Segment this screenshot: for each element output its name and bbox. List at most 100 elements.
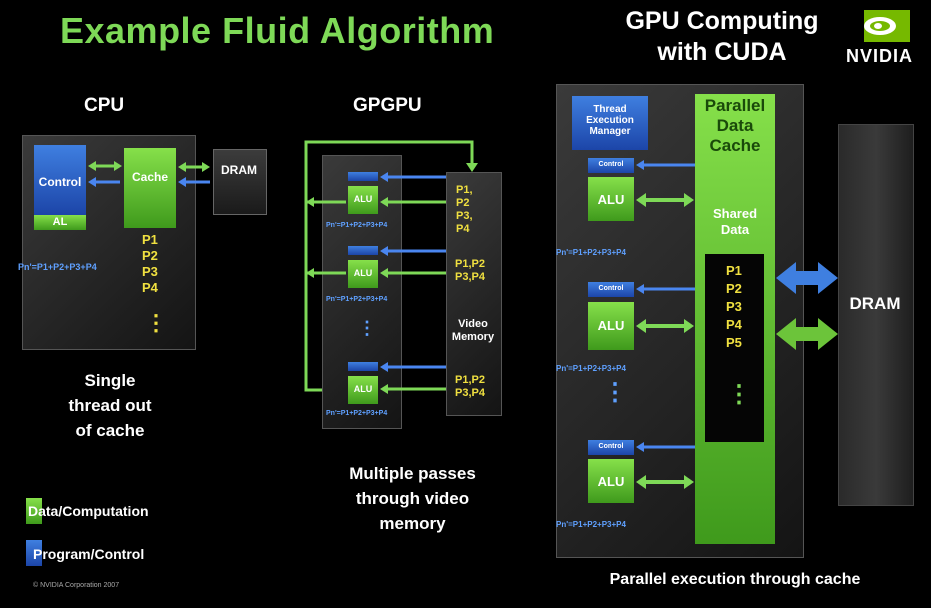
thread-manager-line3: Manager [589, 126, 631, 137]
gpgpu-control-3 [348, 362, 378, 371]
thread-execution-manager-box [572, 96, 648, 150]
gpgpu-mem-p-top-2: P2 [456, 197, 470, 209]
gpgpu-caption-line3: memory [379, 514, 446, 533]
cuda-control-2-label: Control [598, 285, 624, 292]
gpu-title-line2: with CUDA [657, 38, 787, 66]
legend-program-label: Program/Control [33, 546, 145, 562]
gpgpu-formula-2: Pn'=P1+P2+P3+P4 [326, 296, 388, 303]
cpu-p4: P4 [142, 280, 158, 295]
cuda-dram-label: DRAM [849, 294, 901, 313]
cpu-caption-line2: thread out [68, 396, 152, 415]
gpgpu-dots: ⋮ [358, 318, 376, 338]
cuda-p4: P4 [726, 317, 742, 332]
cuda-alu-2 [588, 302, 634, 350]
cpu-p-list: P1 P2 P3 P4 [142, 232, 158, 296]
gpgpu-video-memory-line1: Video [458, 318, 488, 330]
gpgpu-mem-p-mid-1: P1,P2 [455, 258, 485, 270]
cuda-alu-1 [588, 177, 634, 221]
cuda-formula-3: Pn'=P1+P2+P3+P4 [556, 520, 626, 529]
page-title: Example Fluid Algorithm [60, 10, 495, 51]
pdc-line2: Data [716, 116, 754, 135]
cpu-p2: P2 [142, 248, 158, 263]
gpgpu-video-memory-line2: Memory [451, 331, 495, 343]
cpu-dram-box [213, 149, 267, 215]
nvidia-logo-icon [864, 10, 910, 42]
cuda-control-1 [588, 158, 634, 173]
gpgpu-mem-p-top-4: P4 [456, 223, 470, 235]
cuda-p1: P1 [726, 263, 742, 278]
cpu-formula: Pn'=P1+P2+P3+P4 [18, 262, 97, 272]
cuda-p5: P5 [726, 335, 742, 350]
gpgpu-alu-1 [348, 186, 378, 214]
gpgpu-mem-p-top-1: P1, [456, 184, 473, 196]
cpu-p3: P3 [142, 264, 158, 279]
cuda-caption: Parallel execution through cache [609, 571, 861, 588]
cpu-heading: CPU [84, 95, 125, 116]
legend-data-label: Data/Computation [28, 503, 149, 519]
cuda-control-2 [588, 282, 634, 297]
gpgpu-control-2 [348, 246, 378, 255]
shared-line1: Shared [712, 206, 758, 221]
shared-line2: Data [720, 222, 750, 237]
cpu-dram-arrow-blue [178, 177, 210, 187]
cuda-p3: P3 [726, 299, 742, 314]
cuda-control-3 [588, 440, 634, 455]
gpgpu-mem-p-top-3: P3, [456, 210, 473, 222]
nvidia-logo-text: NVIDIA [846, 46, 914, 66]
gpgpu-mem-p-top: P1, P2 P3, P4 [456, 184, 473, 236]
gpgpu-alu-3 [348, 376, 378, 404]
cuda-alu-2-label: ALU [597, 318, 625, 333]
gpgpu-mem-p-bot-1: P1,P2 [455, 374, 485, 386]
gpgpu-mem-p-mid: P1,P2 P3,P4 [455, 258, 485, 284]
cuda-alu-3 [588, 459, 634, 503]
cuda-alu-1-label: ALU [597, 192, 625, 207]
cuda-alu-3-label: ALU [597, 474, 625, 489]
cpu-arrow-green [88, 161, 122, 171]
cpu-dots: ⋮ [145, 310, 167, 335]
cuda-dram-arrow-green [776, 318, 838, 350]
cpu-dram-label: DRAM [221, 163, 257, 177]
cpu-cache-box [124, 148, 176, 228]
gpgpu-mem-p-mid-2: P3,P4 [455, 271, 485, 283]
cpu-al-label: AL [52, 216, 68, 228]
gpgpu-caption-line1: Multiple passes [349, 464, 476, 483]
cuda-control-3-label: Control [598, 443, 624, 450]
cpu-dram-arrow-green [178, 162, 210, 172]
parallel-data-cache-label: Parallel Data Cache [695, 96, 775, 156]
gpgpu-formula-3: Pn'=P1+P2+P3+P4 [326, 410, 388, 417]
cuda-p2: P2 [726, 281, 742, 296]
thread-execution-manager-label: Thread Execution Manager [572, 104, 648, 137]
gpgpu-video-memory-label: Video Memory [446, 318, 500, 344]
legend-program-swatch [26, 540, 42, 566]
gpgpu-formula-1: Pn'=P1+P2+P3+P4 [326, 222, 388, 229]
cpu-caption: Single thread out of cache [50, 368, 170, 443]
gpgpu-heading: GPGPU [353, 95, 422, 116]
gpgpu-alu-2-label: ALU [353, 268, 373, 278]
gpgpu-control-1 [348, 172, 378, 181]
gpgpu-loop-arrowhead [466, 163, 478, 172]
cpu-control-box [34, 145, 86, 215]
gpgpu-alu-2 [348, 260, 378, 288]
gpgpu-mem-p-bot-2: P3,P4 [455, 387, 485, 399]
gpgpu-alu-1-label: ALU [353, 194, 373, 204]
cuda-dram-arrow-blue [776, 262, 838, 294]
legend-data-swatch [26, 498, 42, 524]
cuda-formula-1: Pn'=P1+P2+P3+P4 [556, 248, 626, 257]
gpgpu-loop-arrow [304, 140, 474, 392]
cuda-p-list: P1 P2 P3 P4 P5 [726, 262, 742, 352]
thread-manager-line1: Thread [593, 104, 627, 115]
cpu-cache-label: Cache [131, 170, 169, 184]
gpu-title: GPU Computing with CUDA [598, 6, 846, 68]
cpu-al-box [34, 215, 86, 230]
gpu-title-line1: GPU Computing [625, 7, 819, 35]
gpgpu-caption: Multiple passes through video memory [310, 461, 515, 536]
gpgpu-alu-3-label: ALU [353, 384, 373, 394]
thread-manager-line2: Execution [586, 115, 634, 126]
pdc-line3: Cache [709, 136, 761, 155]
cpu-arrow-blue [88, 177, 120, 187]
gpgpu-caption-line2: through video [355, 489, 470, 508]
cuda-formula-2: Pn'=P1+P2+P3+P4 [556, 364, 626, 373]
cpu-p1: P1 [142, 232, 158, 247]
